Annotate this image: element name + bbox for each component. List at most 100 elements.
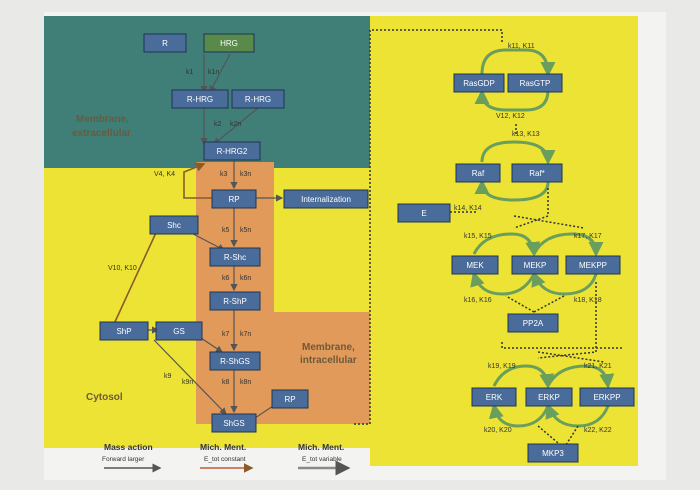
rate-k19: k19, K19 [488, 363, 516, 370]
rate-k5n: k5n [240, 227, 251, 234]
svg-text:R-HRG: R-HRG [187, 95, 213, 104]
node-r-hrg2: R-HRG2 [203, 141, 261, 161]
link-mekpp-erk-2 [537, 351, 605, 363]
arrow-raf-to-rafstar [480, 140, 556, 165]
svg-text:ShGS: ShGS [223, 419, 244, 428]
rate-k13: k13, K13 [512, 131, 540, 138]
arrow-mek-to-mekp [472, 232, 541, 257]
rate-k20: k20, K20 [484, 427, 512, 434]
rate-k3: k3 [220, 171, 228, 178]
svg-text:R-HRG: R-HRG [245, 95, 271, 104]
node-shgs: ShGS [211, 413, 257, 433]
arrow-rhrg2-to-rhrg2 [213, 107, 259, 145]
svg-text:ERKPP: ERKPP [593, 393, 620, 402]
node-r-hrg-1: R-HRG [171, 89, 229, 109]
node-pp2a: PP2A [507, 313, 559, 333]
node-e: E [397, 203, 451, 223]
arrow-mekpp-to-mekp [531, 271, 598, 296]
node-shc: Shc [149, 215, 199, 235]
arrow-shp-to-shgs [153, 339, 227, 415]
rate-k2n: k2n [230, 121, 241, 128]
node-r-shgs: R-ShGS [209, 351, 261, 371]
legend-mass-action-title: Mass action [104, 442, 153, 452]
rate-k3n: k3n [240, 171, 251, 178]
rate-k1: k1 [186, 69, 194, 76]
arrow-mekp-to-mek [470, 271, 536, 296]
svg-text:MEK: MEK [466, 261, 484, 270]
svg-text:R-ShGS: R-ShGS [220, 357, 250, 366]
rate-k16: k16, K16 [464, 297, 492, 304]
svg-text:MEKP: MEKP [524, 261, 547, 270]
legend-mich-const-sub: E_tot constant [204, 456, 246, 463]
legend-mass-action-sub: Forward larger [102, 456, 145, 463]
region-label-extracellular: Membrane, [76, 114, 129, 125]
rate-k1n: k1n [208, 69, 219, 76]
rate-k14: k14, K14 [454, 205, 482, 212]
node-raf: Raf [455, 163, 501, 183]
node-rp-2: RP [271, 389, 309, 409]
region-label-intracellular: Membrane, [302, 342, 355, 353]
rate-k5: k5 [222, 227, 230, 234]
svg-text:RasGTP: RasGTP [520, 79, 551, 88]
arrow-hrg-to-rhrg [209, 53, 231, 94]
node-erkpp: ERKPP [579, 387, 635, 407]
svg-text:Raf: Raf [472, 169, 485, 178]
rate-k8n: k8n [240, 379, 251, 386]
node-mek: MEK [451, 255, 499, 275]
svg-text:HRG: HRG [220, 39, 238, 48]
arrow-v4k4 [183, 162, 212, 199]
svg-text:Internalization: Internalization [301, 195, 351, 204]
dotted-link-top [354, 29, 503, 425]
link-rafstar-mek [513, 188, 549, 229]
rate-k7: k7 [222, 331, 230, 338]
rate-k15: k15, K15 [464, 233, 492, 240]
rate-v4k4: V4, K4 [154, 171, 175, 178]
rate-v10k10: V10, K10 [108, 265, 137, 272]
node-r-shc: R-Shc [209, 247, 261, 267]
rate-k22: k22, K22 [584, 427, 612, 434]
arrow-erk-to-erkp [492, 364, 555, 389]
dotted-link-erk [501, 342, 624, 349]
node-internalization: Internalization [283, 189, 369, 209]
rate-k9: k9 [164, 373, 172, 380]
arrow-rasgdp-to-rasgtp [480, 48, 556, 77]
arrow-rafstar-to-raf [474, 179, 550, 202]
node-r: R [143, 33, 187, 53]
arrow-v10k10 [113, 222, 162, 325]
node-raf-star: Raf* [511, 163, 563, 183]
svg-text:ERKP: ERKP [538, 393, 560, 402]
svg-text:ERK: ERK [486, 393, 503, 402]
region-label-extracellular-2: extracellular [72, 128, 131, 139]
svg-text:GS: GS [173, 327, 185, 336]
arrow-erkpp-to-erkp [545, 403, 610, 428]
svg-text:RP: RP [228, 195, 239, 204]
link-mekpp-erk [537, 282, 597, 359]
rate-k6n: k6n [240, 275, 251, 282]
legend-mich-const-title: Mich. Ment. [200, 442, 246, 452]
node-mekp: MEKP [511, 255, 559, 275]
node-mkp3: MKP3 [527, 443, 579, 463]
signaling-pathway-diagram: Membrane, extracellular Membrane, intrac… [44, 16, 638, 476]
node-gs: GS [155, 321, 203, 341]
node-rasgdp: RasGDP [453, 73, 505, 93]
svg-text:E: E [421, 209, 426, 218]
arrow-rasgtp-to-rasgdp [474, 89, 550, 112]
legend-mich-var-sub: E_tot variable [302, 456, 342, 463]
region-label-intracellular-2: intracellular [300, 355, 357, 366]
svg-text:Shc: Shc [167, 221, 181, 230]
rate-k11: k11, K11 [508, 43, 535, 50]
node-r-hrg-2: R-HRG [231, 89, 285, 109]
svg-text:ShP: ShP [116, 327, 131, 336]
legend-mich-var-title: Mich. Ment. [298, 442, 344, 452]
rate-k21: k21, K21 [584, 363, 612, 370]
rate-k6: k6 [222, 275, 230, 282]
rate-k8: k8 [222, 379, 230, 386]
node-rp: RP [211, 189, 257, 209]
rate-v12: V12, K12 [496, 113, 525, 120]
node-erkp: ERKP [525, 387, 573, 407]
arrow-erkp-to-erk [489, 403, 550, 428]
rate-k7n: k7n [240, 331, 251, 338]
svg-text:MKP3: MKP3 [542, 449, 564, 458]
svg-text:MEKPP: MEKPP [579, 261, 607, 270]
svg-text:R-Shc: R-Shc [224, 253, 246, 262]
